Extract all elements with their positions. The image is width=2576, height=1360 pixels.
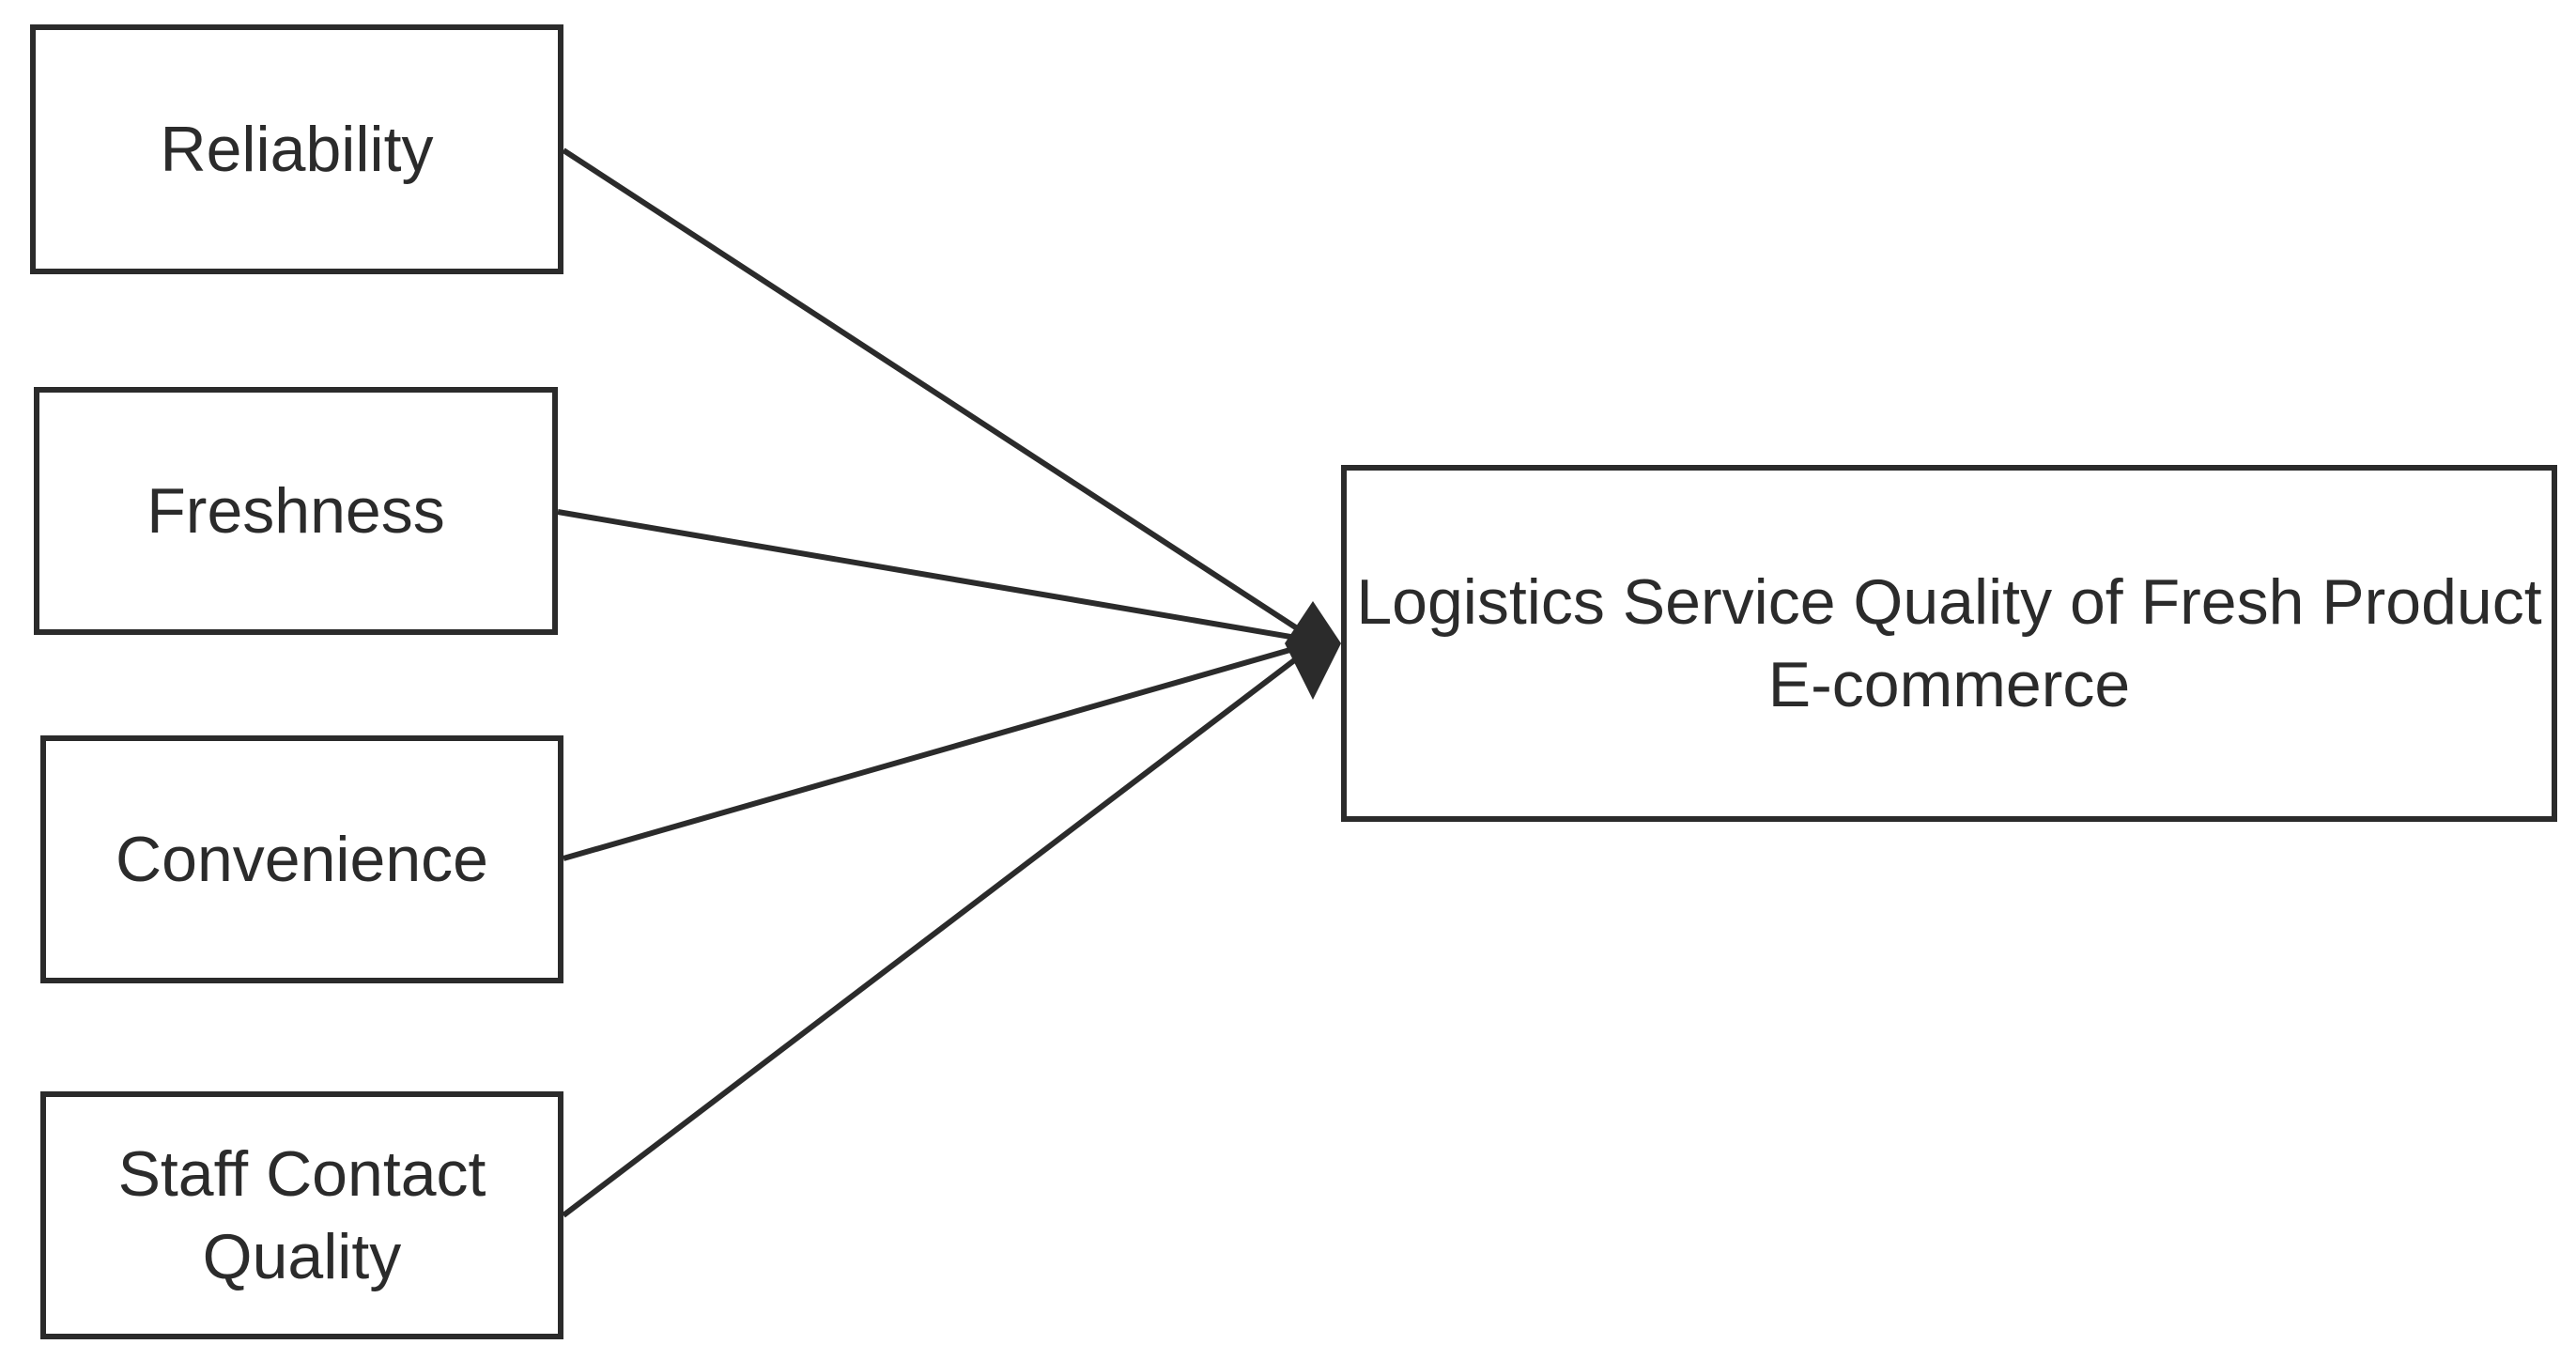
node-staff-contact-quality: Staff Contact Quality — [40, 1091, 563, 1339]
node-freshness: Freshness — [34, 387, 558, 635]
node-label-reliability: Reliability — [160, 113, 434, 185]
edge-freshness — [557, 509, 1314, 643]
edge-reliability — [562, 147, 1315, 641]
node-convenience: Convenience — [40, 735, 563, 983]
arrowhead — [1285, 601, 1341, 700]
node-label-staff-contact-quality: Staff Contact Quality — [117, 1137, 486, 1292]
edge-staff — [562, 643, 1315, 1218]
node-label-convenience: Convenience — [116, 823, 488, 895]
edge-convenience — [563, 641, 1314, 861]
edges — [557, 147, 1315, 1218]
node-label-logistics-service-quality: Logistics Service Quality of Fresh Produ… — [1356, 565, 2542, 720]
node-logistics-service-quality: Logistics Service Quality of Fresh Produ… — [1341, 465, 2557, 822]
node-label-freshness: Freshness — [147, 474, 445, 547]
node-reliability: Reliability — [30, 24, 563, 274]
